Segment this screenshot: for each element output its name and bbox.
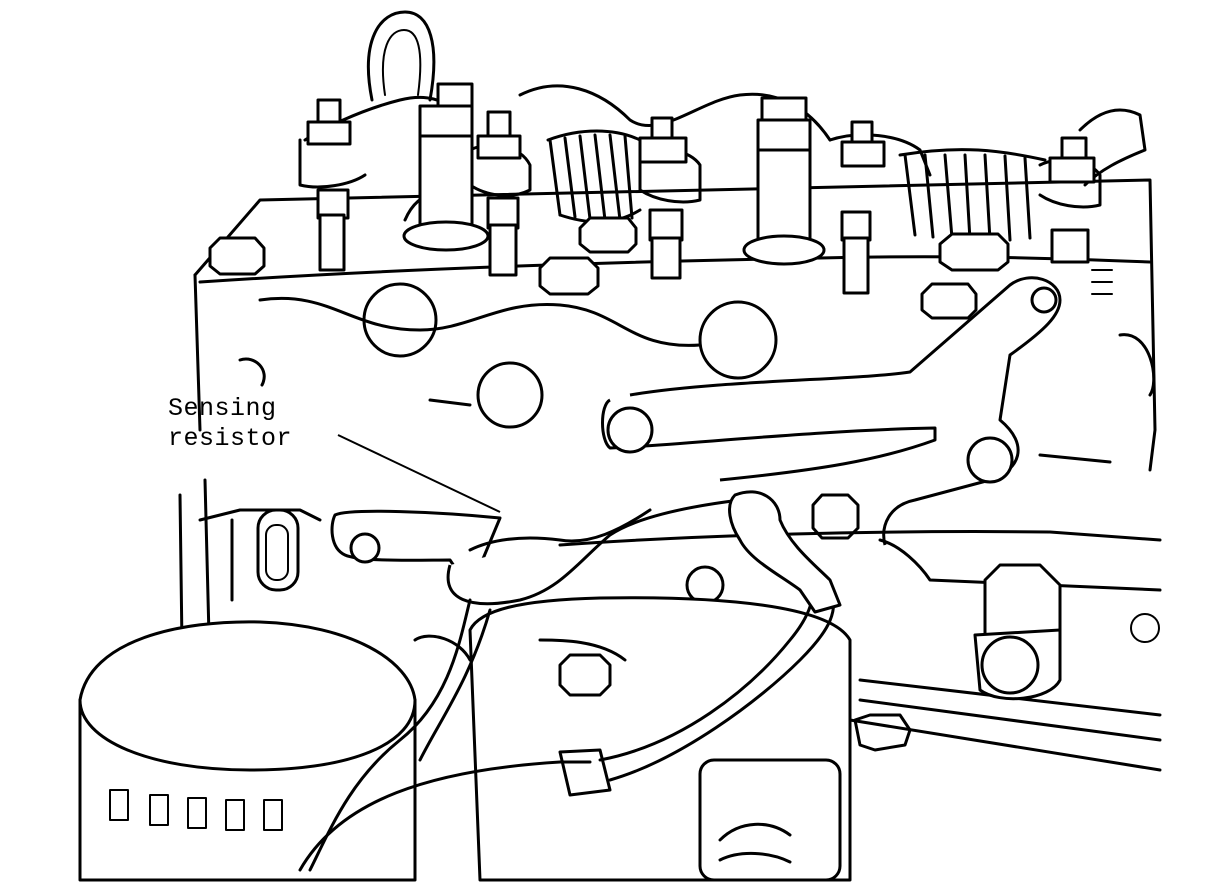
sensing-resistor-callout: Sensing resistor [168,394,292,454]
fuel-filter [468,596,912,882]
oil-filter [78,620,417,882]
wiring [298,490,842,872]
sensing-resistor [330,498,741,606]
callout-leader-line [337,434,501,513]
head-bolts [208,216,1010,320]
callout-line-1: Sensing [168,394,277,423]
valve-adjusters [306,82,1113,295]
callout-line-2: resistor [168,424,293,453]
mounting-bracket [601,276,1062,546]
pipe-fitting [973,563,1160,701]
lifting-eye [366,10,436,102]
rocker-springs [546,129,1047,242]
